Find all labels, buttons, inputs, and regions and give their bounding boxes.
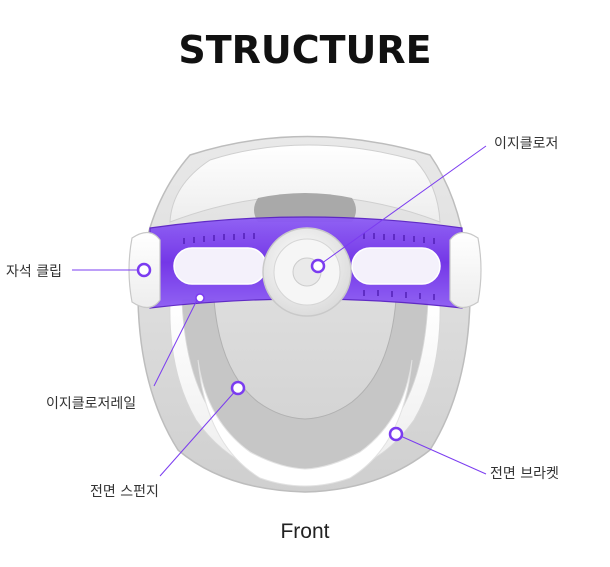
label-easy-closure: 이지클로저: [494, 136, 558, 152]
callout-lines: [72, 145, 487, 477]
label-front-sponge: 전면 스펀지: [90, 484, 159, 500]
marker-front-bracket: [388, 426, 404, 442]
marker-front-sponge: [230, 380, 246, 396]
marker-easy-closure: [310, 258, 326, 274]
magnetic-clip-right: [449, 231, 482, 309]
easy-closure-dial: [262, 227, 352, 317]
label-magnetic-clip: 자석 클립: [6, 264, 62, 280]
leader-easy-closure-rail: [153, 297, 199, 387]
view-caption: Front: [280, 520, 330, 543]
page-title: STRUCTURE: [178, 28, 432, 72]
label-easy-closure-rail: 이지클로저레일: [46, 396, 136, 412]
label-front-bracket: 전면 브라켓: [490, 466, 559, 482]
leader-front-sponge: [159, 387, 239, 477]
leader-easy-closure: [317, 145, 487, 267]
leader-front-bracket: [395, 433, 487, 475]
callout-markers: [136, 258, 404, 442]
marker-magnetic-clip: [136, 262, 152, 278]
marker-easy-closure-rail: [195, 293, 205, 303]
